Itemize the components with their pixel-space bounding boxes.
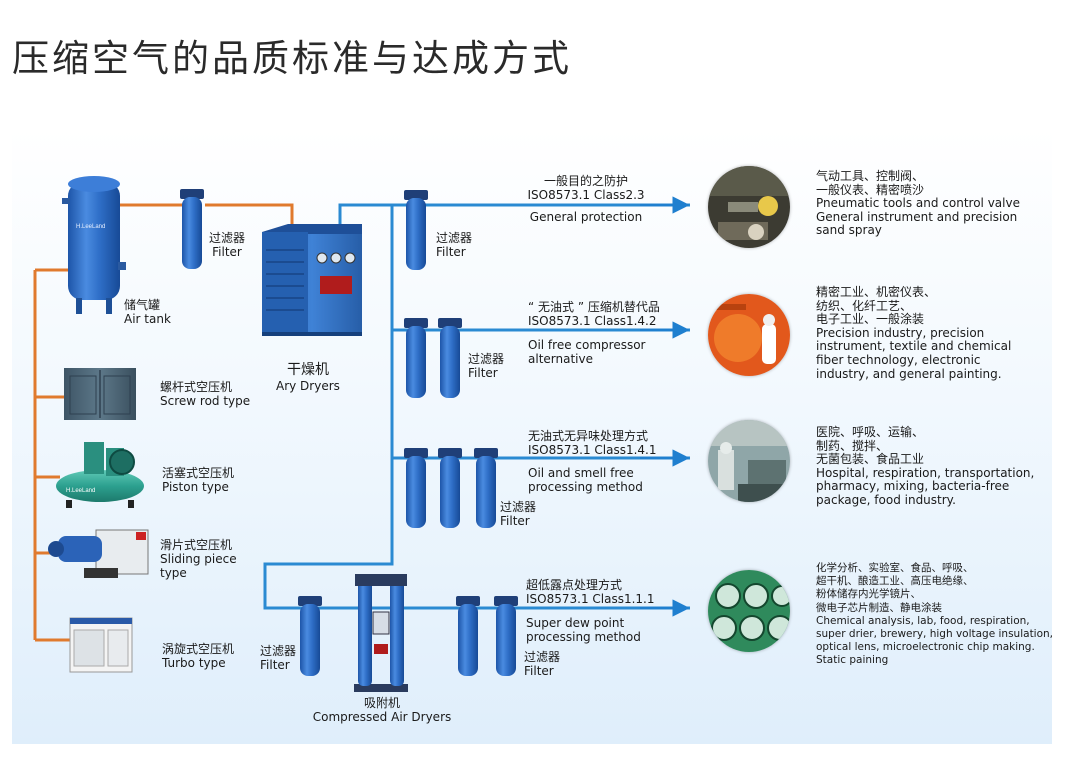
- refrigerated-dryer-icon: [262, 224, 362, 336]
- filter-icon: [438, 318, 462, 398]
- food-factory-photo: [708, 420, 790, 502]
- filter-icon: [456, 596, 480, 676]
- flow-arrows: [640, 196, 690, 617]
- sliding-vane-compressor-icon: [48, 529, 149, 578]
- air-tank-icon: H.LeeLand: [62, 176, 126, 314]
- filter-icon: [404, 318, 428, 398]
- adsorption-dryer-icon: [354, 574, 408, 692]
- application-text: 化学分析、实验室、食品、呼吸、超干机、酿造工业、高压电绝缘、 粉体储存内光学镜片…: [816, 562, 1054, 667]
- gauges-photo: [708, 570, 790, 652]
- filter-icon: [404, 190, 428, 270]
- filter-icon: [298, 596, 322, 676]
- filter-icon: [474, 448, 498, 528]
- svg-text:H.LeeLand: H.LeeLand: [66, 488, 95, 494]
- filter-icon: [438, 448, 462, 528]
- scroll-compressor-icon: [69, 617, 133, 673]
- filter-icon: [494, 596, 518, 676]
- piston-compressor-icon: H.LeeLand: [56, 442, 144, 508]
- page-title: 压缩空气的品质标准与达成方式: [12, 37, 572, 80]
- svg-text:H.LeeLand: H.LeeLand: [76, 224, 105, 230]
- screw-compressor-icon: [64, 368, 136, 420]
- pneumatic-tools-photo: [708, 166, 790, 248]
- painting-worker-photo: [708, 294, 790, 376]
- filter-icon: [180, 189, 204, 269]
- raw-air-pipes: [33, 203, 294, 642]
- application-text: 气动工具、控制阀、一般仪表、精密喷沙 Pneumatic tools and c…: [816, 169, 1020, 238]
- filter-icon: [404, 448, 428, 528]
- grade-description: General protection: [529, 210, 643, 224]
